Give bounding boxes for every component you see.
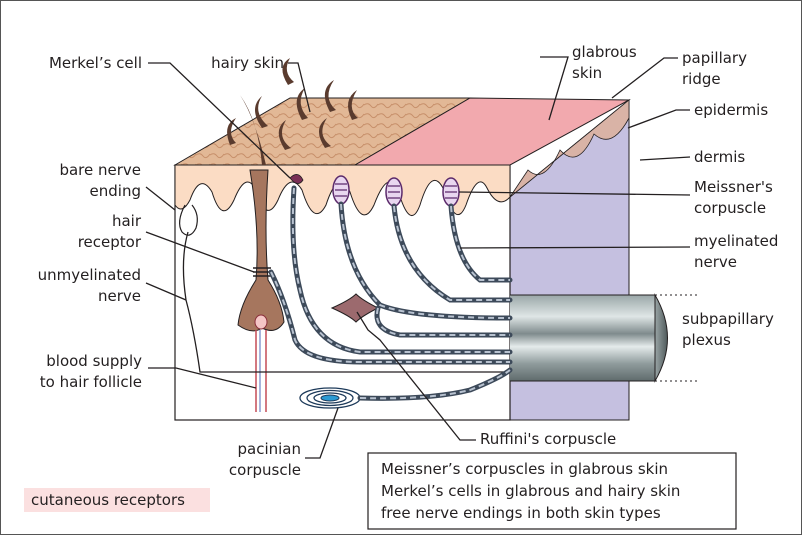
label-pacinian-1: pacinian <box>237 440 301 458</box>
label-unmyelinated-nerve-2: nerve <box>98 287 141 305</box>
note-line-2: Merkel’s cells in glabrous and hairy ski… <box>381 482 680 500</box>
hair-papilla <box>255 315 267 329</box>
note-box: Meissner’s corpuscles in glabrous skin M… <box>368 453 736 529</box>
label-hairy-skin: hairy skin <box>211 54 284 72</box>
label-subpapillary-2: plexus <box>682 331 731 349</box>
label-bare-nerve-ending-1: bare nerve <box>59 161 141 179</box>
label-papillary-ridge-1: papillary <box>682 49 747 67</box>
label-hair-receptor-1: hair <box>112 212 142 230</box>
label-dermis: dermis <box>694 148 745 166</box>
diagram-caption: cutaneous receptors <box>31 491 185 509</box>
label-meissner-1: Meissner's <box>694 178 773 196</box>
label-subpapillary-1: subpapillary <box>682 310 774 328</box>
subpapillary-plexus <box>510 295 700 381</box>
label-bare-nerve-ending-2: ending <box>90 182 141 200</box>
label-ruffini: Ruffini's corpuscle <box>480 430 616 448</box>
note-line-3: free nerve endings in both skin types <box>381 504 661 522</box>
label-pacinian-2: corpuscle <box>229 461 301 479</box>
note-line-1: Meissner’s corpuscles in glabrous skin <box>381 460 668 478</box>
label-myelinated-1: myelinated <box>694 232 778 250</box>
label-myelinated-2: nerve <box>694 253 737 271</box>
label-epidermis: epidermis <box>694 101 768 119</box>
label-glabrous-skin-1: glabrous <box>572 43 637 61</box>
label-blood-supply-1: blood supply <box>46 352 142 370</box>
label-papillary-ridge-2: ridge <box>682 70 721 88</box>
label-hair-receptor-2: receptor <box>78 233 142 251</box>
label-meissner-2: corpuscle <box>694 199 766 217</box>
label-unmyelinated-nerve-1: unmyelinated <box>38 266 141 284</box>
label-merkels-cell: Merkel’s cell <box>49 54 142 72</box>
label-blood-supply-2: to hair follicle <box>40 373 142 391</box>
label-glabrous-skin-2: skin <box>572 64 602 82</box>
pacinian-corpuscle <box>300 388 360 408</box>
